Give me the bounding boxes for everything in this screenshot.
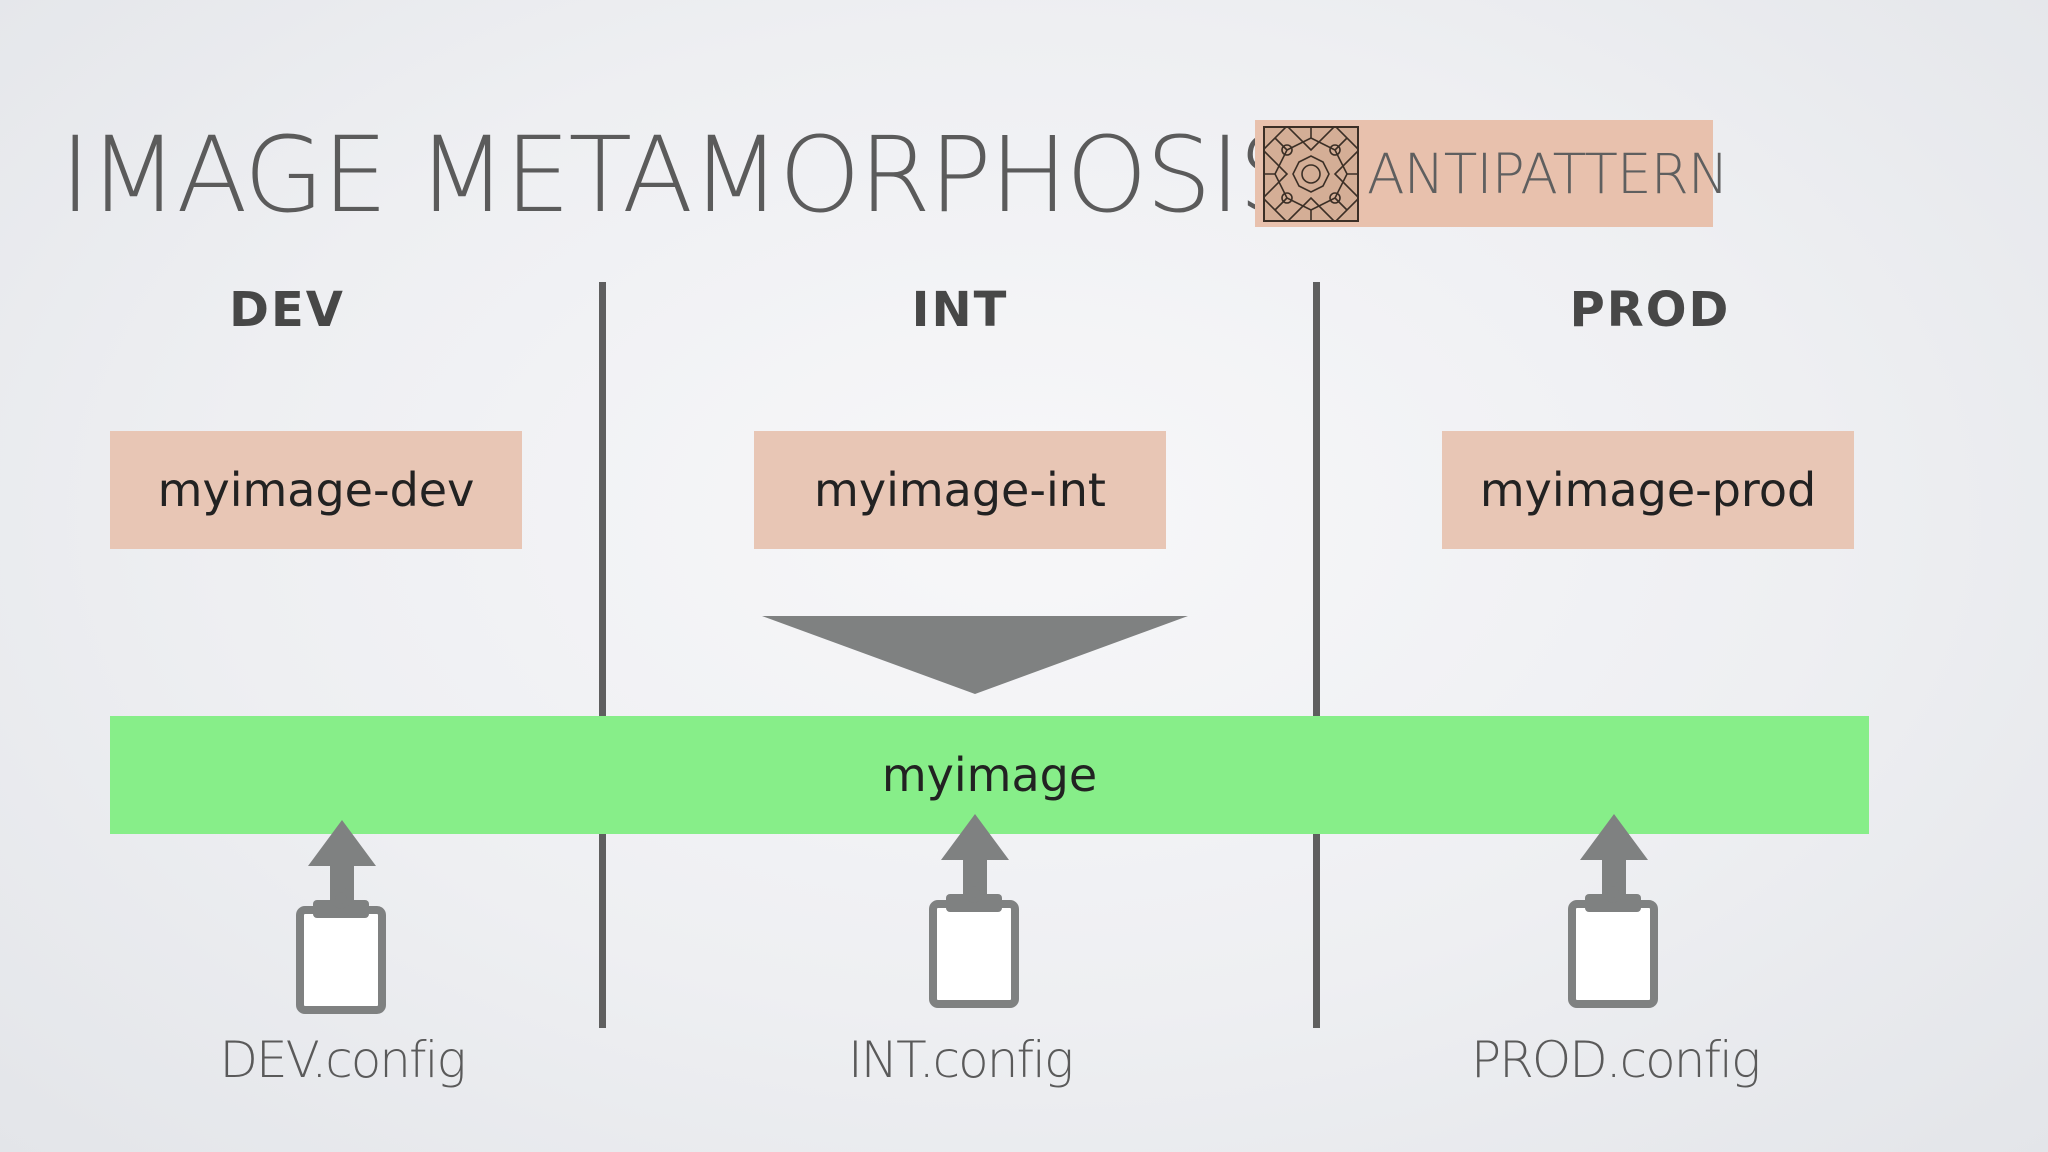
- image-box-label: myimage-prod: [1479, 463, 1817, 517]
- divider-dev-int-lower: [599, 834, 606, 1028]
- config-label-prod: PROD.config: [1471, 1031, 1761, 1089]
- image-box-label: myimage-dev: [157, 463, 475, 517]
- divider-int-prod-upper: [1313, 282, 1320, 716]
- up-arrow-icon: [1580, 814, 1648, 912]
- config-label-dev: DEV.config: [219, 1031, 466, 1089]
- up-arrow-icon: [308, 820, 376, 918]
- image-box-dev: myimage-dev: [110, 431, 522, 549]
- env-heading-prod: PROD: [1569, 282, 1731, 338]
- env-heading-int: INT: [911, 282, 1009, 338]
- down-triangle-arrow-icon: [762, 616, 1188, 694]
- clipboard-icon: [1568, 882, 1658, 1008]
- divider-int-prod-lower: [1313, 834, 1320, 1028]
- image-box-prod: myimage-prod: [1442, 431, 1854, 549]
- image-box-label: myimage-int: [814, 463, 1106, 517]
- lattice-pattern-icon: [1263, 126, 1359, 222]
- badge-label: ANTIPATTERN: [1367, 142, 1729, 206]
- image-box-int: myimage-int: [754, 431, 1166, 549]
- clipboard-icon: [929, 882, 1019, 1008]
- antipattern-badge: ANTIPATTERN: [1255, 120, 1729, 227]
- base-image-bar: myimage: [110, 716, 1869, 834]
- clipboard-icon: [296, 888, 386, 1014]
- env-heading-dev: DEV: [229, 282, 345, 338]
- divider-dev-int-upper: [599, 282, 606, 716]
- up-arrow-icon: [941, 814, 1009, 912]
- config-label-int: INT.config: [848, 1031, 1074, 1089]
- base-image-label: myimage: [881, 748, 1098, 802]
- slide-title: IMAGE METAMORPHOSIS: [60, 114, 1304, 236]
